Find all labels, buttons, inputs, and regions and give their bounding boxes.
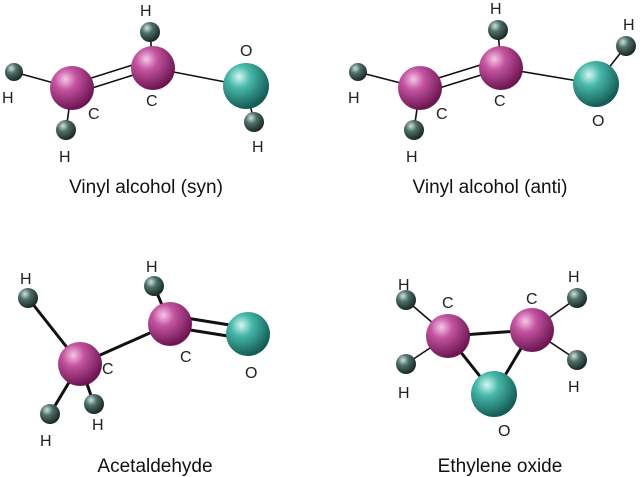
atom-label-h: H [40,433,52,450]
atom-label-h: H [398,277,410,294]
atom-label-h: H [398,385,410,402]
hydrogen-atom [84,394,104,414]
atom-label-o: O [245,365,257,382]
atom-label-h: H [252,139,264,156]
carbon-atom [398,66,442,110]
atom-label-h: H [568,379,580,396]
oxygen-atom [573,61,619,107]
hydrogen-atom [396,290,416,310]
hydrogen-atom [40,404,60,424]
hydrogen-atom [144,276,164,296]
hydrogen-atom [396,354,416,374]
atom-label-h: H [623,17,635,34]
hydrogen-atom [56,120,76,140]
oxygen-atom [226,312,270,356]
carbon-atom [479,46,523,90]
caption-acetaldehyde: Acetaldehyde [97,456,212,477]
atom-label-c: C [442,295,454,312]
oxygen-atom [471,371,517,417]
atom-label-c: C [494,93,506,110]
hydrogen-atom [567,350,587,370]
hydrogen-atom [488,20,508,40]
bond-c-o-a [184,316,238,328]
oxygen-atom [223,63,269,109]
caption-ethylene-oxide: Ethylene oxide [438,456,563,477]
bond-c-o-b [182,327,236,339]
atom-label-h: H [59,149,71,166]
atom-label-c: C [526,291,538,308]
atom-label-h: H [146,259,158,276]
atom-label-h: H [20,271,32,288]
atom-label-o: O [498,423,510,440]
hydrogen-atom [567,288,587,308]
carbon-atom [426,314,470,358]
atom-label-o: O [592,113,604,130]
molecule-vinyl-alcohol-anti: H H C C H O H Vinyl alcohol (anti) [348,1,636,198]
atom-label-c: C [88,106,100,123]
molecule-acetaldehyde: H H C C O H H Acetaldehyde [18,259,270,477]
atom-label-h: H [568,269,580,286]
hydrogen-atom [349,63,367,81]
caption-vinyl-alcohol-anti: Vinyl alcohol (anti) [413,177,568,198]
carbon-atom [50,66,94,110]
atom-label-c: C [102,361,114,378]
hydrogen-atom [5,63,23,81]
hydrogen-atom [404,120,424,140]
carbon-atom [148,302,192,346]
hydrogen-atom [616,36,636,56]
atom-label-h: H [92,417,104,434]
atom-label-h: H [406,149,418,166]
caption-vinyl-alcohol-syn: Vinyl alcohol (syn) [69,177,223,198]
molecule-vinyl-alcohol-syn: H H C C H O H Vinyl alcohol (syn) [2,3,269,198]
hydrogen-atom [244,112,264,132]
hydrogen-atom [18,288,38,308]
carbon-atom [58,342,102,386]
atom-label-h: H [2,90,14,107]
carbon-atom [510,308,554,352]
hydrogen-atom [140,22,160,42]
atom-label-c: C [146,93,158,110]
atom-label-h: H [348,90,360,107]
carbon-atom [131,46,175,90]
atom-label-c: C [436,106,448,123]
molecule-ethylene-oxide: H C C H H H O Ethylene oxide [396,269,587,477]
atom-label-h: H [140,3,152,20]
atom-label-o: O [240,43,252,60]
atom-label-c: C [180,349,192,366]
atom-label-h: H [490,1,502,18]
